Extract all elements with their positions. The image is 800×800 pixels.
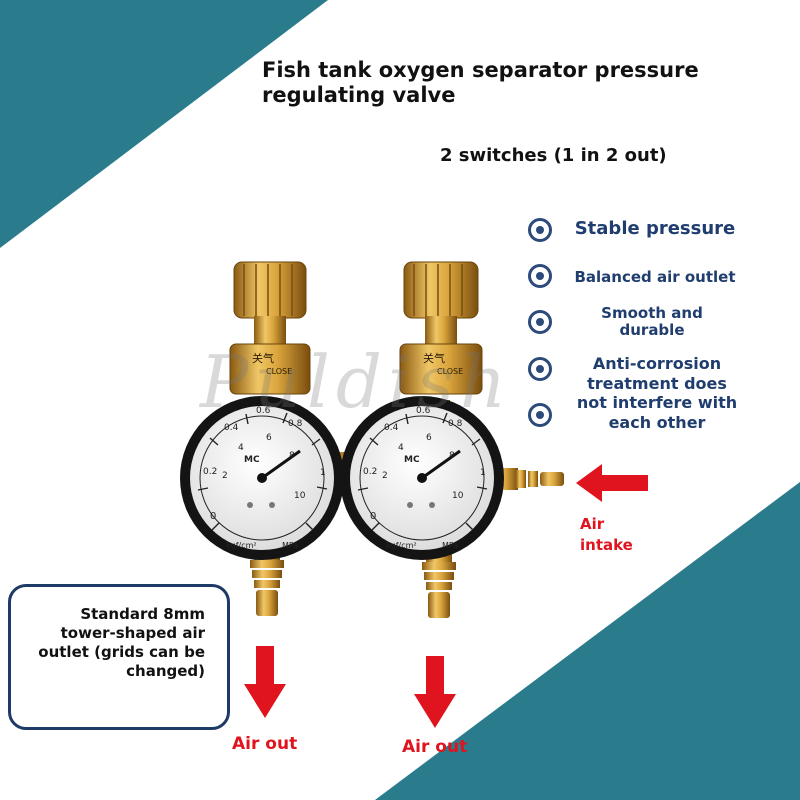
gauge-unit-mpa: MPa [442,541,458,550]
air-out-label-left: Air out [232,734,298,754]
gauge-mpa-tick: 0.4 [224,423,239,433]
gauge-brand: MC [404,455,420,465]
bullet-icon [528,218,552,242]
gauge-mpa-tick: 0.8 [448,419,463,429]
arrow-left-icon [576,464,648,502]
gauge-mpa-tick: 0.2 [363,467,377,477]
gauge-kgf-tick: 8 [289,451,295,461]
regulator-valve-illustration: 关气 CLOSE 0 0.2 0.4 0.6 0.8 1 2 4 6 8 10 … [180,261,564,618]
air-intake-line1: Air [580,515,605,533]
gauge-mpa-tick: 1 [320,468,326,478]
gauge-kgf-tick: 2 [222,471,228,481]
gauge-valve-sub: CLOSE [437,367,463,376]
gauge-mpa-tick: 0.6 [256,406,271,416]
gauge-kgf-tick: 6 [266,433,272,443]
arrow-down-icon [244,646,286,718]
outlet-info-box: Standard 8mm tower-shaped air outlet (gr… [8,584,230,730]
gauge-kgf-tick: 10 [452,491,464,501]
bullet-icon [528,357,552,381]
gauge-kgf-tick: 4 [238,443,244,453]
air-intake-label: Air intake [580,514,633,556]
bullet-icon [528,310,552,334]
page-title: Fish tank oxygen separator pressure regu… [262,58,699,107]
page-subtitle: 2 switches (1 in 2 out) [440,145,667,166]
gauge-kgf-tick: 4 [398,443,404,453]
bullet-icon [528,403,552,427]
gauge-unit-kgf: kgf/cm² [386,541,417,550]
regulator-left [180,261,350,616]
air-out-label-right: Air out [402,737,468,757]
air-intake-line2: intake [580,536,633,554]
gauge-kgf-tick: 10 [294,491,306,501]
gauge-zero: 0 [370,511,376,522]
bullet-icon [528,264,552,288]
gauge-mpa-tick: 0.6 [416,406,431,416]
gauge-unit-kgf: kgf/cm² [226,541,257,550]
gauge-zero: 0 [210,511,216,522]
watermark: Puldish [200,340,513,424]
gauge-mpa-tick: 0.4 [384,423,399,433]
arrow-down-icon [414,656,456,728]
gauge-mpa-tick: 1 [480,468,486,478]
gauge-unit-mpa: MPa [282,541,298,550]
gauge-mpa-tick: 0.8 [288,419,303,429]
outlet-info-text: Standard 8mm tower-shaped air outlet (gr… [38,605,205,680]
gauge-valve-sub: CLOSE [266,367,292,376]
feature-anti-corrosion: Anti-corrosion treatment does not interf… [576,354,738,432]
gauge-valve-label: 关气 [423,351,445,365]
feature-stable-pressure: Stable pressure [574,218,736,239]
feature-smooth-durable: Smooth and durable [601,304,703,339]
gauge-kgf-tick: 8 [449,451,455,461]
gauge-valve-label: 关气 [252,351,274,365]
gauge-mpa-tick: 0.2 [203,467,217,477]
gauge-kgf-tick: 6 [426,433,432,443]
gauge-kgf-tick: 2 [382,471,388,481]
regulator-right [340,261,564,618]
feature-balanced-outlet: Balanced air outlet [574,268,736,286]
gauge-brand: MC [244,455,260,465]
